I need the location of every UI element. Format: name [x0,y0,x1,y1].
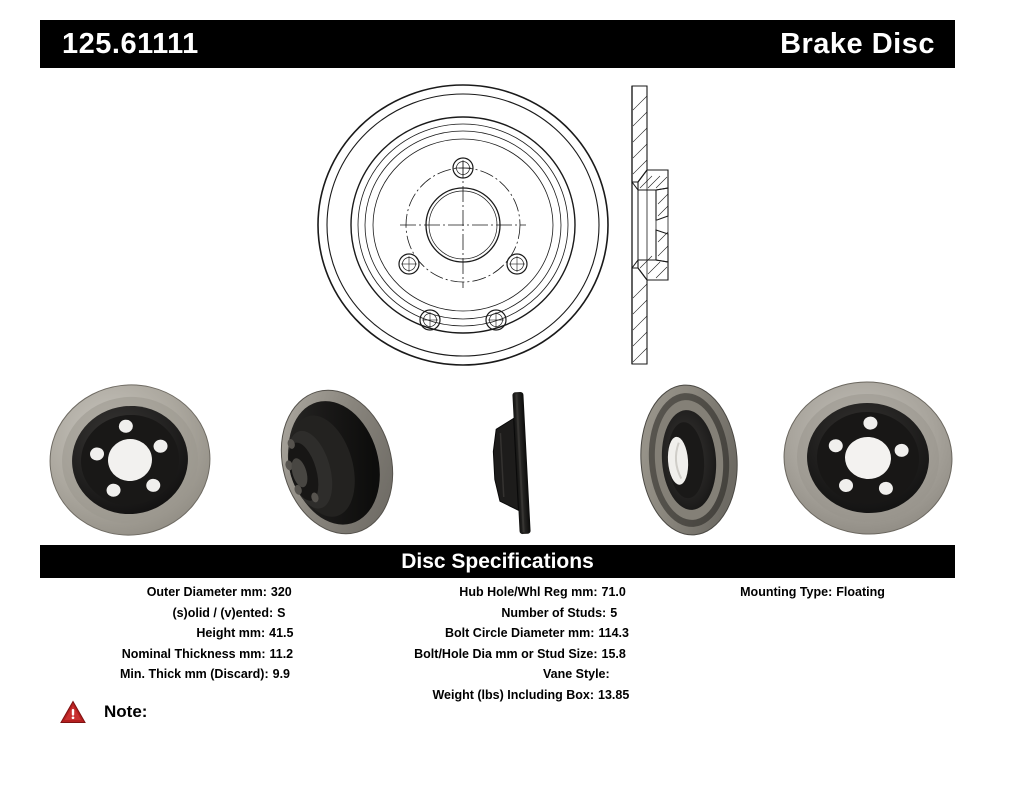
spec-label: Nominal Thickness mm: [121,646,266,661]
spec-row: Mounting Type: Floating [740,582,885,603]
technical-drawing [300,70,700,370]
spec-value: 320 [270,585,292,599]
spec-row: Min. Thick mm (Discard): 9.9 [120,664,290,685]
spec-label: Min. Thick mm (Discard): [119,667,269,681]
spec-row: Bolt Circle Diameter mm: 114.3 [411,623,629,644]
spec-value: 41.5 [269,626,294,640]
photo-edge-profile [472,388,572,543]
spec-column-3: Mounting Type: Floating [670,582,955,603]
spec-label: Mounting Type: [740,585,833,599]
spec-value: S [277,605,286,620]
spec-label: Weight (lbs) Including Box: [432,687,595,702]
header-bar: 125.61111 Brake Disc [40,20,955,68]
spec-row: Hub Hole/Whl Reg mm: 71.0 [414,582,626,603]
stud-holes [398,157,528,331]
spec-row: Number of Studs: 5 [423,603,617,624]
spec-label: Number of Studs: [501,605,607,620]
spec-label: Vane Style: [542,667,610,681]
photo-rear-face [780,378,956,543]
photo-front-angled [46,382,214,543]
spec-label: (s)olid / (v)ented: [172,605,274,620]
spec-title-bar: Disc Specifications [40,545,955,578]
product-type-title: Brake Disc [780,27,935,60]
disc-face-cad-view [317,84,609,366]
spec-column-1: Outer Diameter mm: 320 (s)olid / (v)ente… [40,582,370,685]
spec-row: (s)olid / (v)ented: S [125,603,286,624]
spec-label: Hub Hole/Whl Reg mm: [459,585,598,599]
spec-value: 5 [610,605,618,620]
disc-cad-drawing-svg [317,84,669,366]
spec-row: Nominal Thickness mm: 11.2 [117,644,293,665]
part-number: 125.61111 [62,27,199,60]
product-photo-row [40,378,955,543]
disc-cross-section-cad-view [631,85,669,365]
spec-value: 15.8 [601,646,626,661]
note-area: Note: [60,700,153,724]
spec-value: Floating [836,585,885,599]
warning-triangle-icon [60,700,86,724]
specifications-table: Outer Diameter mm: 320 (s)olid / (v)ente… [40,582,955,705]
photo-rear-angled [628,382,750,543]
spec-label: Height mm: [196,626,266,640]
spec-row: Vane Style: [426,664,613,685]
spec-row: Height mm: 41.5 [117,623,294,644]
spec-value: 11.2 [269,646,294,661]
spec-value: 9.9 [272,667,291,681]
spec-row: Weight (lbs) Including Box: 13.85 [411,685,630,706]
spec-title: Disc Specifications [401,550,594,573]
spec-label: Bolt/Hole Dia mm or Stud Size: [414,646,598,661]
spec-column-2: Hub Hole/Whl Reg mm: 71.0 Number of Stud… [370,582,670,705]
spec-row: Bolt/Hole Dia mm or Stud Size: 15.8 [414,644,626,665]
photo-friction-surface-angled [262,386,412,543]
spec-value: 114.3 [598,626,629,640]
spec-value [610,664,614,685]
spec-value: 71.0 [601,585,626,599]
spec-row: Outer Diameter mm: 320 [118,582,292,603]
note-label: Note: [104,702,148,721]
spec-label: Outer Diameter mm: [146,585,267,599]
spec-label: Bolt Circle Diameter mm: [445,626,595,640]
spec-value: 13.85 [598,687,630,702]
